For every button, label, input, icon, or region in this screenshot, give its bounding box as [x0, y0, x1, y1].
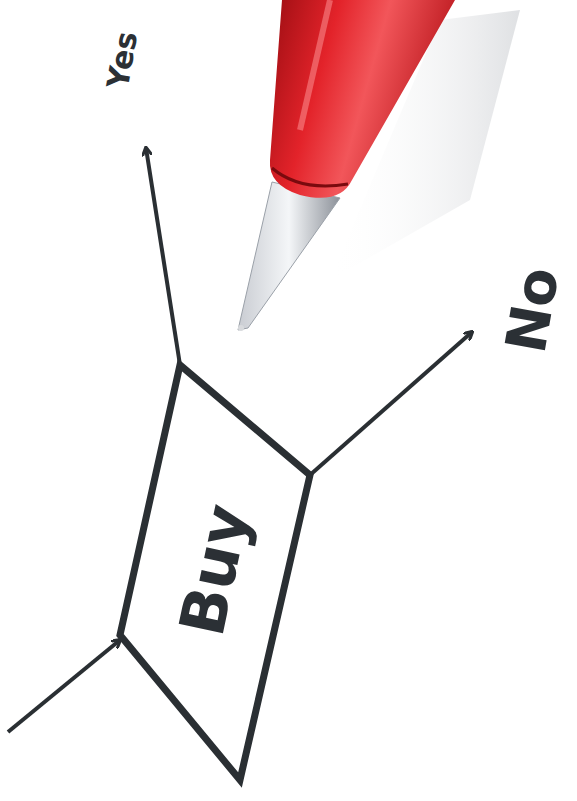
- incoming-arrow: [8, 640, 120, 732]
- branch-label: Yes: [102, 29, 141, 91]
- yes-arrow: [146, 148, 180, 365]
- pen-barrel: [270, 0, 455, 198]
- pen-ring: [272, 168, 348, 186]
- node-text: Buy: [171, 499, 259, 641]
- pen-highlight: [300, 0, 330, 130]
- pen-point: [238, 325, 244, 331]
- process-box: Buy: [115, 360, 315, 785]
- no-arrow: [310, 332, 472, 475]
- pen-tip: [238, 182, 340, 330]
- branch-label: No: [497, 263, 567, 357]
- box-shape: [120, 365, 310, 780]
